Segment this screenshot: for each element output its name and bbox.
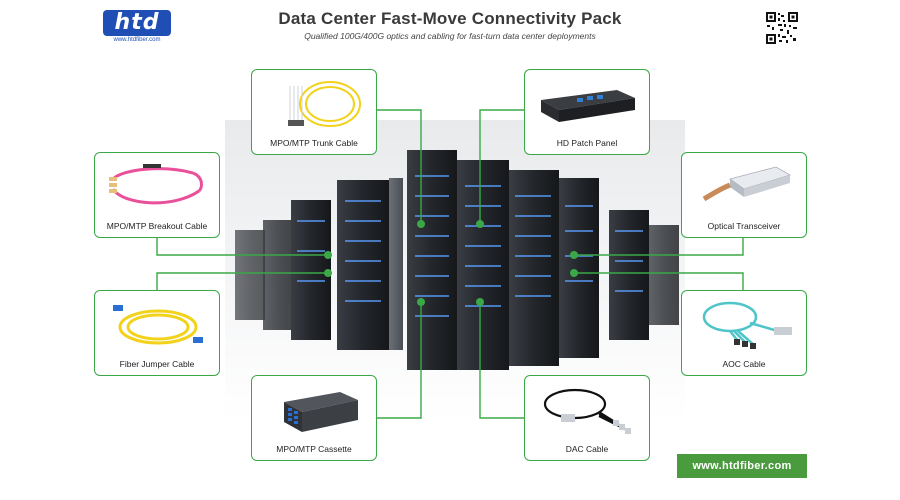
dac-cable-label: DAC Cable: [565, 444, 609, 454]
product-card-optical-transceiver[interactable]: Optical Transceiver: [681, 152, 807, 238]
logo-text: htd: [103, 10, 171, 36]
trunk-cable-label: MPO/MTP Trunk Cable: [270, 138, 358, 148]
patch-panel-label: HD Patch Panel: [556, 138, 618, 148]
product-card-aoc-cable[interactable]: AOC Cable: [681, 290, 807, 376]
dac-cable-icon: [543, 388, 631, 434]
product-card-dac-cable[interactable]: DAC Cable: [524, 375, 650, 461]
website-badge[interactable]: www.htdfiber.com: [677, 454, 807, 478]
aoc-cable-icon: [702, 301, 792, 349]
logo-url: www.htdfiber.com: [113, 37, 161, 43]
page-title: Data Center Fast-Move Connectivity Pack: [278, 9, 622, 28]
cassette-icon: [284, 392, 358, 432]
product-card-cassette[interactable]: MPO/MTP Cassette: [251, 375, 377, 461]
optical-transceiver-label: Optical Transceiver: [707, 221, 781, 231]
brand-logo[interactable]: htd www.htdfiber.com: [103, 10, 171, 46]
breakout-cable-icon: [109, 164, 203, 205]
jumper-cable-icon: [113, 305, 203, 345]
qr-code-icon[interactable]: [765, 11, 799, 45]
page-subtitle: Qualified 100G/400G optics and cabling f…: [304, 31, 596, 41]
cassette-label: MPO/MTP Cassette: [276, 444, 352, 454]
product-card-jumper-cable[interactable]: Fiber Jumper Cable: [94, 290, 220, 376]
product-card-patch-panel[interactable]: HD Patch Panel: [524, 69, 650, 155]
product-card-trunk-cable[interactable]: MPO/MTP Trunk Cable: [251, 69, 377, 155]
trunk-cable-icon: [288, 81, 361, 127]
server-room-image: [225, 120, 685, 420]
product-card-breakout-cable[interactable]: MPO/MTP Breakout Cable: [94, 152, 220, 238]
aoc-cable-label: AOC Cable: [722, 359, 766, 369]
patch-panel-icon: [541, 90, 635, 122]
breakout-cable-label: MPO/MTP Breakout Cable: [106, 221, 208, 231]
jumper-cable-label: Fiber Jumper Cable: [119, 359, 195, 369]
optical-transceiver-icon: [702, 166, 792, 202]
